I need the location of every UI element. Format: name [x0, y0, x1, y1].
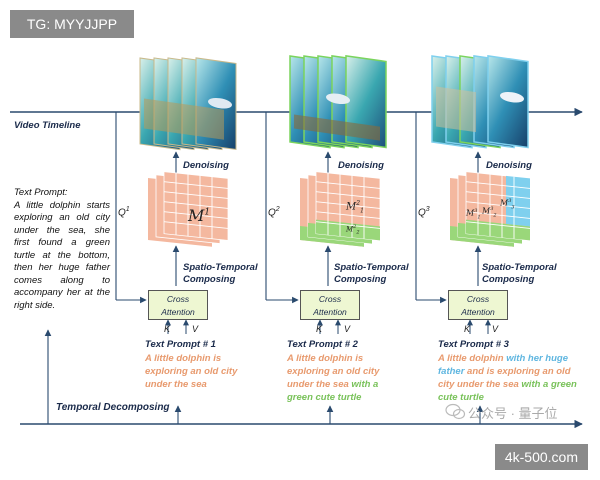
stage-1-mask-grid — [148, 171, 229, 247]
stage-1-v-label: V — [192, 324, 199, 334]
stage-3-segment-3: and is exploring an old city under the s… — [438, 366, 571, 390]
stage-3-v-label: V — [492, 324, 499, 334]
stage-2-denoising-label: Denoising — [338, 160, 384, 171]
text-prompt-heading: Text Prompt: — [14, 187, 68, 198]
stage-3-k-label: K — [464, 324, 471, 334]
stage-1-denoising-label: Denoising — [183, 160, 229, 171]
temporal-decomposing-label: Temporal Decomposing — [56, 402, 170, 413]
stage-3-segment-1: A little dolphin — [438, 353, 507, 364]
stage-3-prompt-text: A little dolphin with her huge father an… — [438, 352, 588, 404]
stage-3-segment-2: with her huge father — [438, 353, 568, 377]
stage-2-k-label: K — [316, 324, 323, 334]
stage-1-k-label: K — [164, 324, 171, 334]
stage-2-segment-1: A little dolphin is exploring an old cit… — [287, 353, 380, 390]
stage-3-m-label-a: M31 — [466, 208, 481, 221]
stage-1-connector — [115, 112, 147, 304]
stage-1-prompt-label: Text Prompt # 1 — [145, 339, 216, 350]
stage-3-prompt-label: Text Prompt # 3 — [438, 339, 509, 350]
text-prompt-block: Text Prompt: A little dolphin starts exp… — [14, 187, 110, 312]
stage-3-m-label-c: M33 — [500, 198, 515, 211]
video-timeline-label: Video Timeline — [14, 120, 81, 131]
stage-2-mask-grid — [300, 171, 381, 247]
stage-3-mask-grid — [450, 171, 531, 247]
stage-1-video-frames — [139, 57, 237, 151]
stage-2-q-label: Q2 — [268, 206, 280, 219]
stage-1-segment-1: A little dolphin is exploring an old cit… — [145, 353, 238, 390]
stage-2-v-label: V — [344, 324, 351, 334]
watermark-bottom: 4k-500.com — [494, 444, 588, 470]
stage-3-kv-arrows — [467, 319, 491, 334]
stage-2-prompt-label: Text Prompt # 2 — [287, 339, 358, 350]
stage-1-m-label: M1 — [188, 206, 211, 225]
stage-2-kv-arrows — [317, 319, 341, 334]
stage-3-denoising-label: Denoising — [486, 160, 532, 171]
stage-2-video-frames — [289, 55, 387, 149]
stage-3-m-label-b: M32 — [482, 206, 497, 219]
stage-1-q-label: Q1 — [118, 206, 130, 219]
wechat-watermark: 公众号 · 量子位 — [468, 406, 558, 421]
text-prompt-body: A little dolphin starts exploring an old… — [14, 199, 110, 311]
wechat-icon — [445, 403, 466, 420]
stage-2-connector — [265, 112, 299, 304]
stage-2-m-label-b: M22 — [346, 224, 360, 236]
stage-2-segment-2: with a green cute turtle — [287, 379, 379, 403]
watermark-top: TG: MYYJJPP — [10, 10, 134, 38]
stage-3-q-label: Q3 — [418, 206, 430, 219]
stage-3-connector — [415, 112, 447, 304]
stage-3-video-frames — [431, 55, 529, 149]
stage-1-prompt-text: A little dolphin is exploring an old cit… — [145, 352, 255, 391]
stage-2-prompt-text: A little dolphin is exploring an old cit… — [287, 352, 399, 404]
stage-3-segment-4: with a green cute turtle — [438, 379, 577, 403]
stage-1-kv-arrows — [165, 319, 189, 334]
stage-2-m-label-a: M21 — [346, 200, 364, 215]
